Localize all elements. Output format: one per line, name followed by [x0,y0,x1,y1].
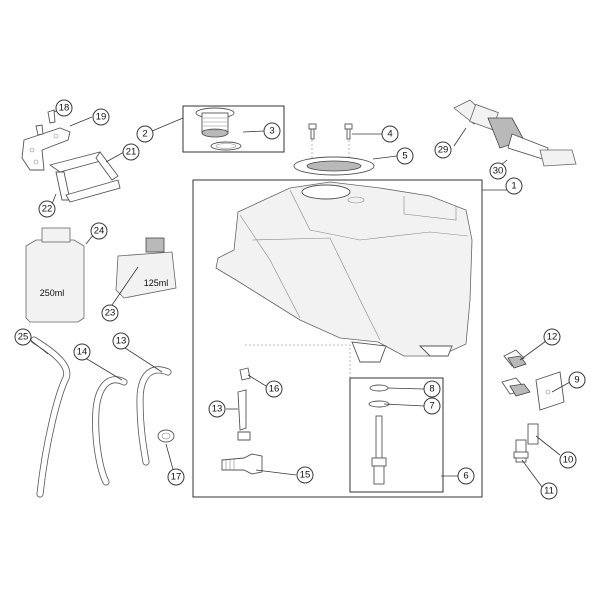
callout-3: 3 [263,122,281,140]
hose-barb-10 [527,423,539,445]
catch-bottle-125ml: 125ml [115,237,177,299]
svg-text:24: 24 [94,226,105,237]
callout-16: 16 [265,380,283,398]
callout-1: 1 [505,177,523,195]
svg-text:18: 18 [59,103,70,114]
callout-15: 15 [296,466,314,484]
svg-text:17: 17 [171,472,182,483]
svg-text:19: 19 [96,112,107,123]
svg-text:23: 23 [105,308,116,319]
filler-seal [210,141,242,151]
hose-13-long [136,366,172,466]
callout-5: 5 [396,147,414,165]
svg-text:11: 11 [544,486,554,497]
svg-text:1: 1 [511,181,516,192]
callout-9: 9 [568,371,586,389]
hose-clamp-lower [237,431,251,441]
svg-text:13: 13 [212,404,223,415]
pickup-washer-upper [369,384,389,392]
catch-bottle-250ml: 250ml [25,227,85,323]
svg-text:4: 4 [387,129,392,140]
valve-mount-plate [535,371,565,411]
svg-text:8: 8 [429,384,434,395]
callout-8: 8 [423,380,441,398]
callout-22: 22 [38,200,56,218]
svg-text:21: 21 [126,147,137,158]
tank-assembly-frame [192,179,483,498]
callout-4: 4 [381,125,399,143]
callout-19: 19 [92,108,110,126]
flange-screws [308,123,353,140]
callout-18: 18 [55,99,73,117]
callout-2: 2 [136,125,154,143]
callout-25: 25 [14,328,32,346]
fuel-pickup-frame [349,377,444,493]
callout-12: 12 [543,328,561,346]
callout-24: 24 [90,222,108,240]
bottle-125ml-label: 125ml [144,278,169,288]
short-hose-13 [237,389,247,431]
svg-text:15: 15 [300,470,311,481]
bracket-bolts [35,109,56,136]
flange-ring [293,156,375,176]
callout-14: 14 [73,343,91,361]
svg-text:2: 2 [142,129,147,140]
svg-text:13: 13 [116,336,127,347]
svg-text:5: 5 [402,151,407,162]
svg-text:14: 14 [77,347,88,358]
callout-17: 17 [167,468,185,486]
svg-text:12: 12 [547,332,558,343]
callout-21: 21 [122,143,140,161]
svg-text:6: 6 [463,471,468,482]
callout-7: 7 [423,397,441,415]
fuel-tank [215,181,473,363]
svg-text:9: 9 [574,375,579,386]
callout-29: 29 [434,141,452,159]
callout-30: 30 [489,162,507,180]
callout-13-hose: 13 [208,400,226,418]
callout-23: 23 [101,304,119,322]
svg-text:22: 22 [42,204,53,215]
svg-text:10: 10 [563,455,574,466]
hose-barb-11 [513,439,529,463]
quick-connector [453,99,577,167]
hose-clamp-16 [239,367,251,381]
bottle-250ml-label: 250ml [40,288,65,298]
hose-14 [92,376,128,486]
callout-10: 10 [559,451,577,469]
callout-11: 11 [540,482,558,500]
fuel-shutoff-valve [503,349,527,369]
svg-text:3: 3 [269,126,274,137]
callout-13-long-hose: 13 [112,332,130,350]
filler-neck [195,107,235,138]
svg-text:7: 7 [429,401,434,412]
fuel-pickup-tube [371,415,387,485]
svg-text:30: 30 [493,166,504,177]
valve-lower [501,377,531,397]
mounting-bracket [21,127,71,171]
tank-strap [48,151,121,203]
filler-neck-frame [182,105,285,153]
svg-text:25: 25 [18,332,29,343]
svg-text:16: 16 [269,384,280,395]
callout-6: 6 [457,467,475,485]
hose-clip-17 [157,429,175,443]
hose-25 [30,336,71,498]
t-fitting [221,453,263,475]
svg-text:29: 29 [438,145,449,156]
